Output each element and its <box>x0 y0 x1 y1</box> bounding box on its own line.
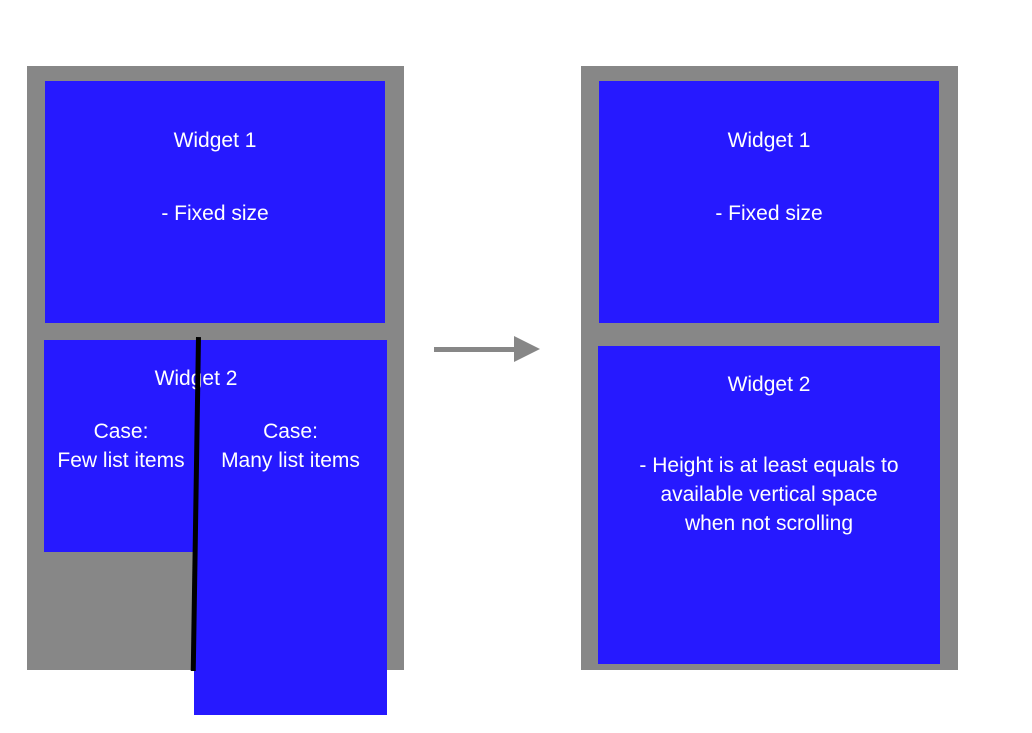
right-widget-2-title: Widget 2 <box>727 373 811 396</box>
case-many-label-line1: Case: <box>263 420 318 443</box>
left-widget-2-many-items <box>194 340 387 715</box>
case-many-label-line2: Many list items <box>221 449 360 472</box>
arrow-shaft <box>434 347 516 352</box>
right-widget-1-title: Widget 1 <box>727 129 811 152</box>
right-widget-2-note-line3: when not scrolling <box>684 512 854 535</box>
right-widget-1 <box>599 81 939 323</box>
right-widget-1-note: - Fixed size <box>715 202 823 225</box>
right-widget-2 <box>598 346 940 664</box>
left-widget-1-title: Widget 1 <box>173 129 257 152</box>
right-arrow-icon <box>514 336 540 362</box>
left-widget-1-note: - Fixed size <box>161 202 269 225</box>
case-few-label-line1: Case: <box>93 420 149 443</box>
right-widget-2-note-line2: available vertical space <box>660 483 878 506</box>
left-widget-1 <box>45 81 385 323</box>
case-few-label-line2: Few list items <box>57 449 185 472</box>
right-widget-2-note-line1: - Height is at least equals to <box>639 454 899 477</box>
